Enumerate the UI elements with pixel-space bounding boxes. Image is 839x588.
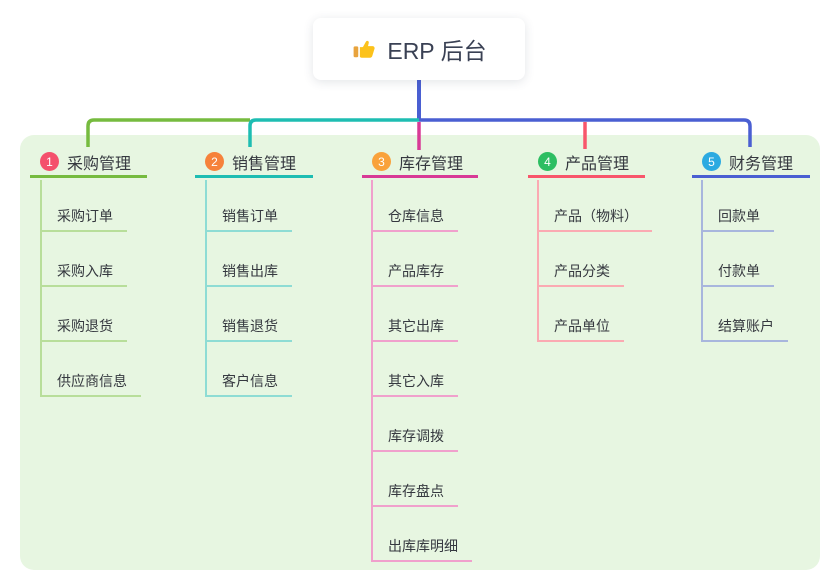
- branch-node-inventory[interactable]: 3 库存管理: [362, 148, 478, 178]
- branch-badge-2: 2: [205, 152, 224, 171]
- thumbs-up-icon: [353, 40, 375, 58]
- leaf-node[interactable]: 产品分类: [537, 264, 624, 287]
- leaf-node[interactable]: 采购入库: [40, 264, 127, 287]
- leaf-node[interactable]: 产品（物料）: [537, 209, 652, 232]
- branch-title-label: 产品管理: [565, 155, 630, 173]
- leaf-node[interactable]: 销售订单: [205, 209, 292, 232]
- branch-node-finance[interactable]: 5 财务管理: [692, 148, 810, 178]
- leaf-node[interactable]: 库存调拨: [371, 429, 458, 452]
- branch-title-label: 财务管理: [729, 155, 794, 173]
- branch-node-purchase[interactable]: 1 采购管理: [30, 148, 147, 178]
- leaf-node[interactable]: 客户信息: [205, 374, 292, 397]
- leaf-node[interactable]: 结算账户: [701, 319, 788, 342]
- leaf-node[interactable]: 供应商信息: [40, 374, 141, 397]
- root-node-erp[interactable]: ERP 后台: [313, 18, 525, 80]
- branch3-rail-line: [371, 180, 373, 562]
- leaf-node[interactable]: 其它出库: [371, 319, 458, 342]
- leaf-node[interactable]: 销售出库: [205, 264, 292, 287]
- branch-title-label: 销售管理: [232, 155, 297, 173]
- branch-badge-3: 3: [372, 152, 391, 171]
- branch-badge-4: 4: [538, 152, 557, 171]
- leaf-node[interactable]: 库存盘点: [371, 484, 458, 507]
- branch-node-product[interactable]: 4 产品管理: [528, 148, 645, 178]
- branch-title-label: 采购管理: [67, 155, 132, 173]
- leaf-node[interactable]: 产品库存: [371, 264, 458, 287]
- branch-badge-5: 5: [702, 152, 721, 171]
- leaf-node[interactable]: 仓库信息: [371, 209, 458, 232]
- leaf-node[interactable]: 采购退货: [40, 319, 127, 342]
- leaf-node[interactable]: 其它入库: [371, 374, 458, 397]
- leaf-node[interactable]: 回款单: [701, 209, 774, 232]
- leaf-node[interactable]: 产品单位: [537, 319, 624, 342]
- leaf-node[interactable]: 采购订单: [40, 209, 127, 232]
- leaf-node[interactable]: 销售退货: [205, 319, 292, 342]
- branch-title-label: 库存管理: [399, 155, 464, 173]
- leaf-node[interactable]: 付款单: [701, 264, 774, 287]
- branch-node-sales[interactable]: 2 销售管理: [195, 148, 313, 178]
- branch2-rail-line: [205, 180, 207, 397]
- branch5-rail-line: [701, 180, 703, 342]
- branch-badge-1: 1: [40, 152, 59, 171]
- branch4-rail-line: [537, 180, 539, 342]
- root-node-title: ERP 后台: [387, 38, 487, 64]
- leaf-node[interactable]: 出库库明细: [371, 539, 472, 562]
- mindmap-canvas-panel: [20, 135, 820, 570]
- branch1-rail-line: [40, 180, 42, 397]
